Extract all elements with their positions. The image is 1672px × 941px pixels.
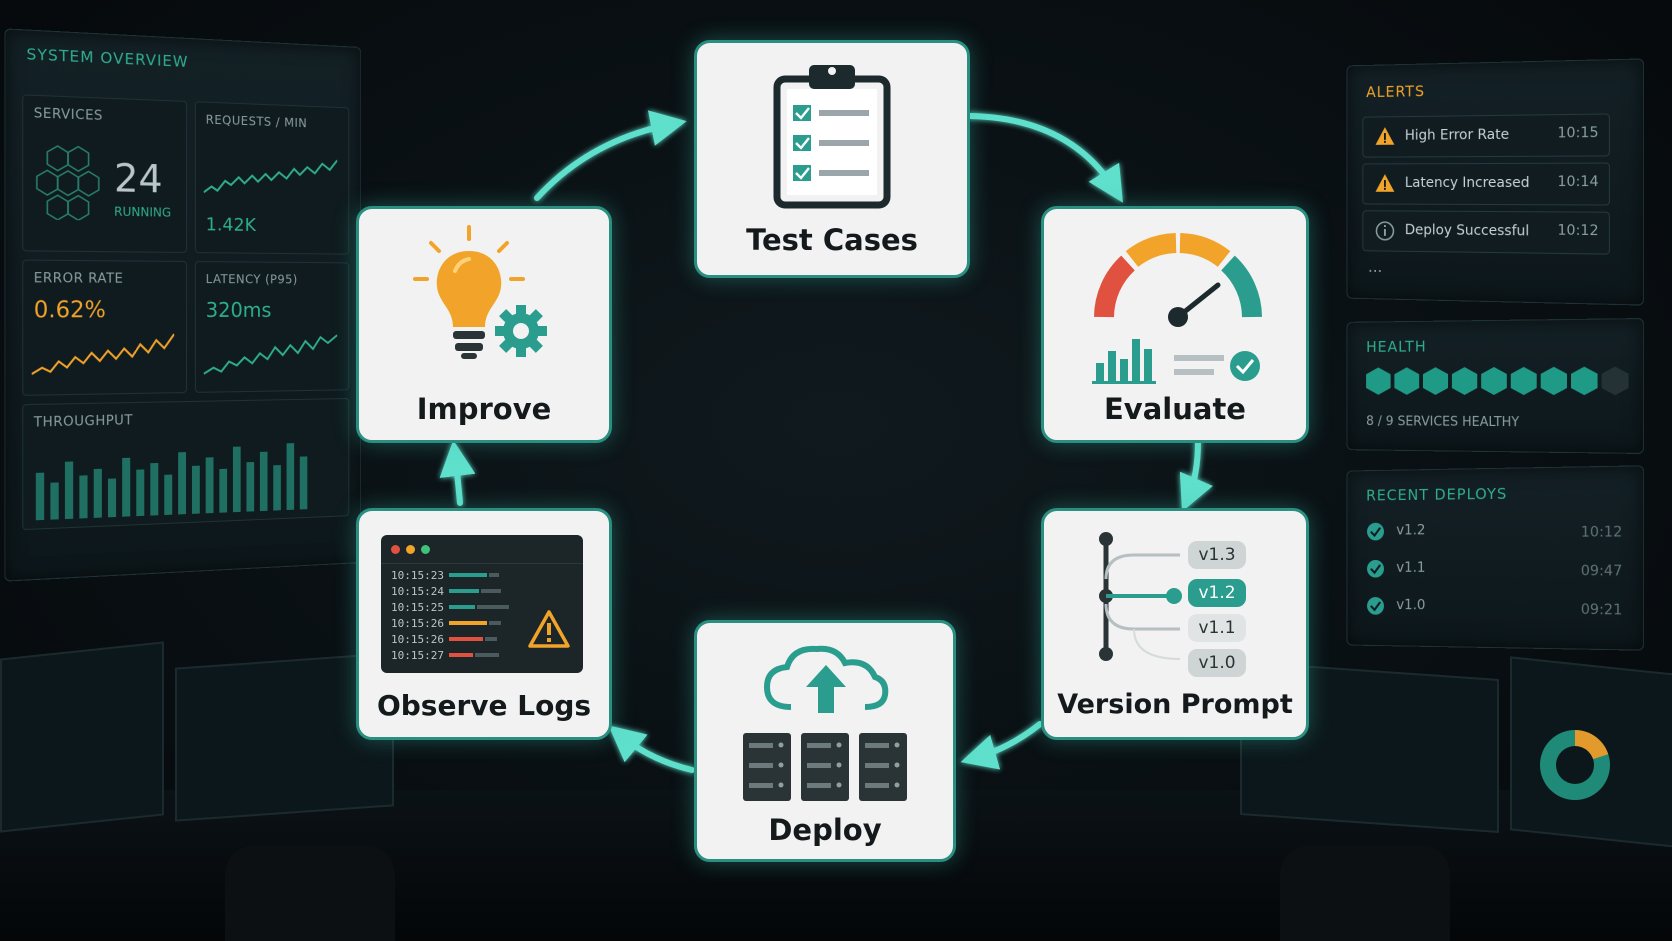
gauge-icon [1092,233,1262,384]
lightbulb-gear-icon [413,225,547,359]
node-evaluate[interactable]: Evaluate [1041,206,1309,443]
window-dot-red [391,545,400,554]
throughput-bars [35,443,308,521]
version-tree-icon [1099,532,1182,661]
version-tag: v1.3 [1188,541,1246,569]
window-dot-green [421,545,430,554]
log-terminal-icon: 10:15:23 10:15:24 10:15:25 10:15:26 10:1… [381,535,583,673]
version-tag: v1.0 [1188,649,1246,677]
arrow-logs-to-improve [439,440,476,506]
node-label: Version Prompt [1057,689,1293,720]
log-time: 10:15:27 [391,649,444,662]
log-time: 10:15:26 [391,633,444,646]
system-overview-panel: SYSTEM OVERVIEW SERVICES 24 RUNNING REQU… [4,28,362,582]
node-improve[interactable]: Improve [356,206,612,443]
node-version-prompt[interactable]: v1.3 v1.2 v1.1 v1.0 Version Prompt [1041,508,1309,740]
log-bars [449,573,509,657]
node-label: Observe Logs [376,689,592,722]
node-test-cases[interactable]: Test Cases [694,40,970,278]
server-rack-icon [743,733,907,801]
throughput-card: THROUGHPUT [22,397,350,531]
arrow-improve-to-test-cases [534,110,687,201]
log-time: 10:15:25 [391,601,444,614]
chair-left [225,845,395,941]
warning-icon [528,610,570,648]
node-label: Test Cases [746,223,918,257]
cloud-upload-icon [763,645,889,713]
arrow-evaluate-to-version [1179,439,1213,512]
window-dot-yellow [406,545,415,554]
node-label: Improve [416,392,552,426]
node-label: Evaluate [1104,392,1246,426]
version-tag-active: v1.2 [1188,579,1246,607]
chair-right [1280,845,1450,941]
node-label: Deploy [768,813,882,847]
version-tag: v1.1 [1188,614,1246,642]
clipboard-checklist-icon [773,65,891,209]
node-observe-logs[interactable]: 10:15:23 10:15:24 10:15:25 10:15:26 10:1… [356,508,612,740]
node-deploy[interactable]: Deploy [694,620,956,862]
arrow-test-cases-to-evaluate [967,113,1123,203]
log-time: 10:15:26 [391,617,444,630]
log-time: 10:15:23 [391,569,444,582]
log-time: 10:15:24 [391,585,444,598]
arrow-deploy-to-logs [608,725,695,773]
arrow-version-to-deploy [960,721,1043,770]
donut-hole [1556,746,1594,784]
log-divider [381,563,583,564]
